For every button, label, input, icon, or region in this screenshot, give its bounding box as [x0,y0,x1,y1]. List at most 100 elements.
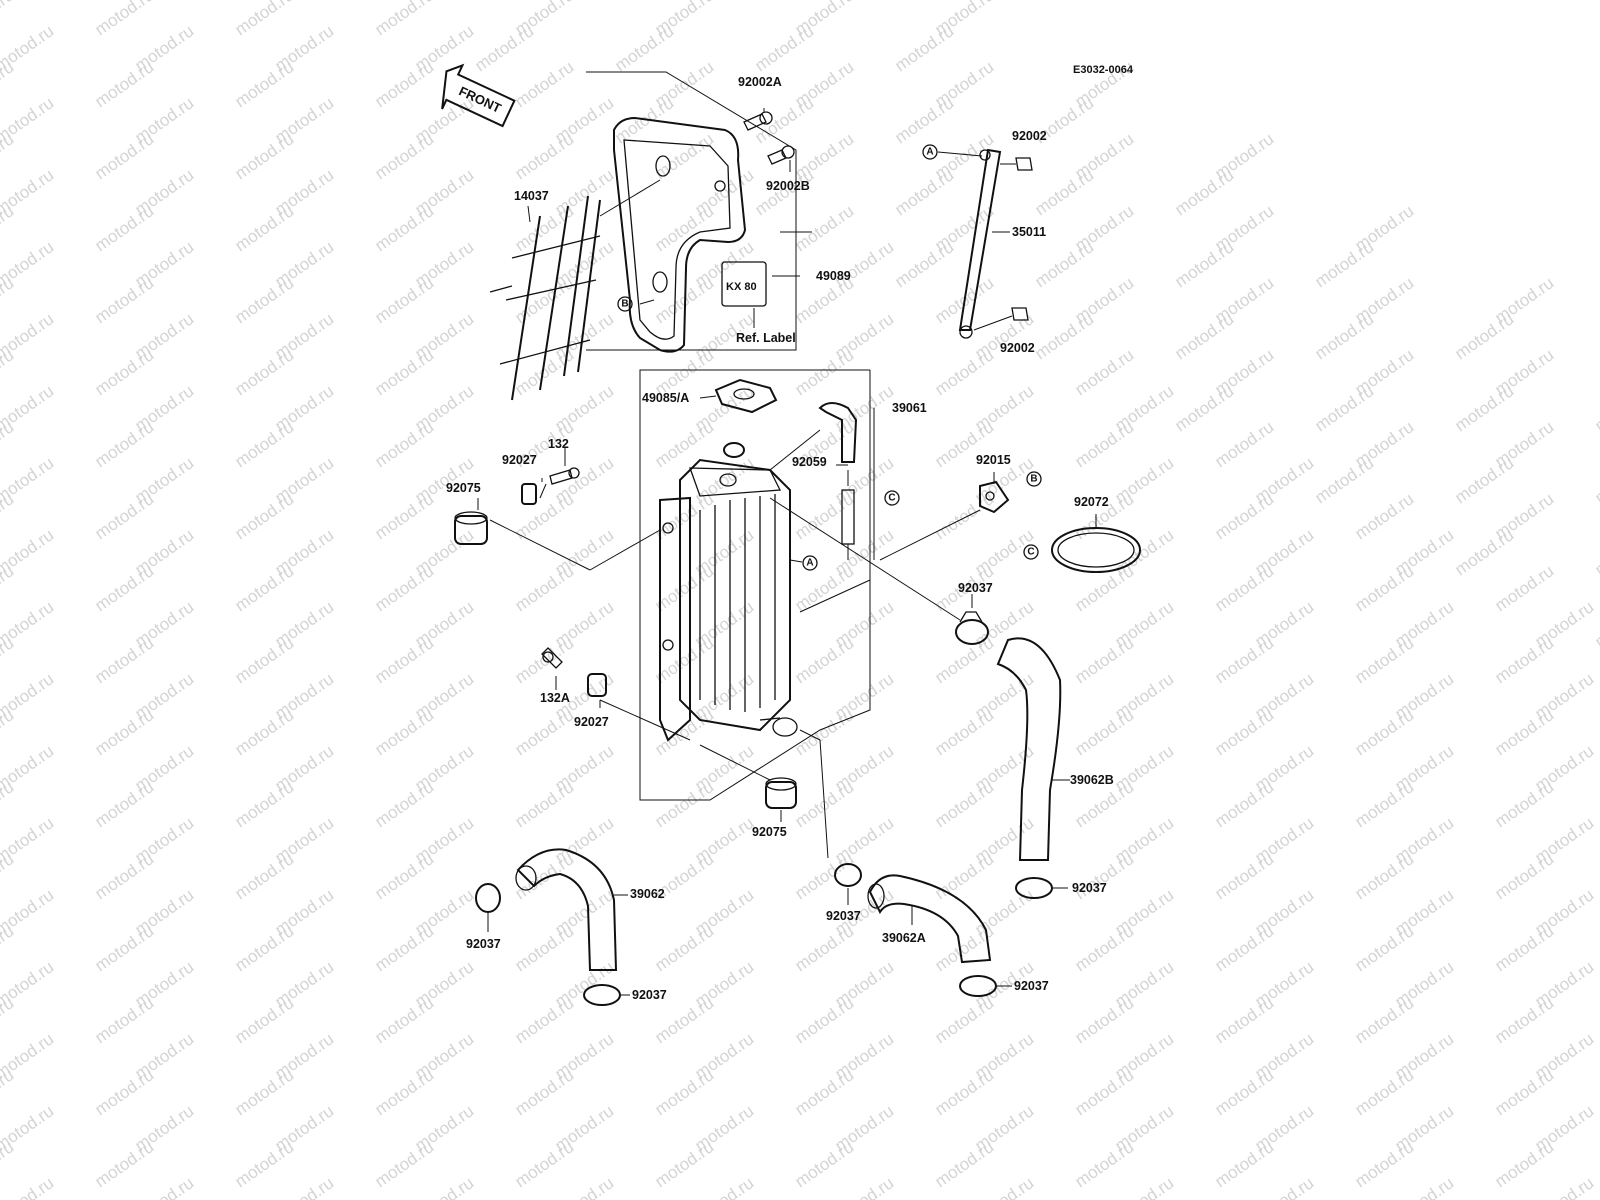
watermark-text: motod.ru [1211,633,1277,687]
upper-left-fasteners [454,448,661,571]
watermark-text: motod.ru [1071,705,1137,759]
hose-39062b [996,637,1070,861]
label-92075-bottom: 92075 [752,825,787,839]
label-92037-right: 92037 [1072,881,1107,895]
watermark-text: motod.ru [1251,1173,1317,1200]
marker-a-top: A [922,144,938,160]
watermark-text: motod.ru [651,201,717,255]
watermark-text: motod.ru [931,993,997,1047]
watermark-text: motod.ru [1171,237,1237,291]
watermark-text: motod.ru [1211,1137,1277,1191]
watermark-text: motod.ru [511,777,577,831]
watermark-text: motod.ru [1071,849,1137,903]
watermark-text: motod.ru [1071,993,1137,1047]
watermark-text: motod.ru [1491,705,1557,759]
watermark-text: motod.ru [1351,561,1417,615]
watermark-text: motod.ru [511,1137,577,1191]
watermark-text: motod.ru [1351,849,1417,903]
marker-c-hose-letter: C [888,493,895,504]
watermark-text: motod.ru [0,1173,57,1200]
watermark-text: motod.ru [1111,1173,1177,1200]
watermark-text: motod.ru [231,921,297,975]
watermark-text: motod.ru [231,705,297,759]
watermark-text: motod.ru [1311,453,1377,507]
watermark-text: motod.ru [91,417,157,471]
watermark-text: motod.ru [1311,309,1377,363]
watermark-text: motod.ru [611,21,677,75]
label-14037: 14037 [514,189,549,203]
watermark-text: motod.ru [511,1065,577,1119]
watermark-text: motod.ru [371,777,437,831]
watermark-text: motod.ru [791,561,857,615]
label-35011: 35011 [1012,225,1046,239]
watermark-text: motod.ru [371,129,437,183]
watermark-text: motod.ru [1171,381,1237,435]
marker-c-hose: C [884,490,900,506]
watermark-text: motod.ru [91,345,157,399]
label-92075-top: 92075 [446,481,481,495]
watermark-text: motod.ru [511,273,577,327]
label-92059: 92059 [792,455,827,469]
watermark-text: motod.ru [371,705,437,759]
watermark-text: motod.ru [1531,1173,1597,1200]
watermark-text: motod.ru [1071,1137,1137,1191]
watermark-text: motod.ru [651,705,717,759]
watermark-text: motod.ru [1311,381,1377,435]
watermark-text: motod.ru [1211,993,1277,1047]
watermark-text: motod.ru [1591,525,1600,579]
watermark-text: motod.ru [1211,921,1277,975]
watermark-text: motod.ru [231,1065,297,1119]
marker-b-grommet-letter: B [1030,474,1037,485]
band-clamp [1051,514,1141,573]
label-92027-top: 92027 [502,453,537,467]
watermark-text: motod.ru [1211,777,1277,831]
watermark-text: motod.ru [651,1065,717,1119]
watermark-text: motod.ru [371,561,437,615]
watermark-text: motod.ru [651,777,717,831]
overflow-hose [769,402,875,560]
clamp-92037-bottom-right [959,975,1012,997]
hose-39062a [867,874,992,964]
watermark-text: motod.ru [791,849,857,903]
watermark-text: motod.ru [231,777,297,831]
watermark-text: motod.ru [1071,633,1137,687]
watermark-text: motod.ru [131,1173,197,1200]
watermark-text: motod.ru [91,57,157,111]
clamp-92037-left-bottom [583,984,630,1006]
radiator-cap-gasket [699,378,778,414]
hose-39062 [515,848,628,971]
label-92002a: 92002A [738,75,782,89]
watermark-text: motod.ru [611,0,677,3]
watermark-text: motod.ru [91,633,157,687]
watermark-text: motod.ru [891,21,957,75]
watermark-text: motod.ru [1071,921,1137,975]
watermark-text: motod.ru [1071,561,1137,615]
watermark-text: motod.ru [231,57,297,111]
watermark-text: motod.ru [831,1173,897,1200]
watermark-text: motod.ru [651,633,717,687]
watermark-text: motod.ru [91,993,157,1047]
watermark-text: motod.ru [751,0,817,3]
radiator-grille [489,195,601,401]
watermark-text: motod.ru [891,237,957,291]
watermark-text: motod.ru [331,0,397,3]
watermark-text: motod.ru [931,921,997,975]
watermark-text: motod.ru [931,777,997,831]
watermark-text: motod.ru [231,201,297,255]
watermark-text: motod.ru [231,993,297,1047]
watermark-text: motod.ru [1031,165,1097,219]
watermark-text: motod.ru [371,1065,437,1119]
watermark-text: motod.ru [231,417,297,471]
watermark-text: motod.ru [931,633,997,687]
watermark-text: motod.ru [1351,489,1417,543]
ref-label-text: Ref. Label [736,331,796,345]
clamp-92037-center [834,863,862,905]
watermark-text: motod.ru [1031,237,1097,291]
label-39062a: 39062A [882,931,926,945]
watermark-text: motod.ru [271,1173,337,1200]
watermark-text: motod.ru [231,273,297,327]
label-92037-left-top: 92037 [466,937,501,951]
watermark-text: motod.ru [1071,1065,1137,1119]
watermark-text: motod.ru [1351,993,1417,1047]
watermark-text: motod.ru [231,561,297,615]
